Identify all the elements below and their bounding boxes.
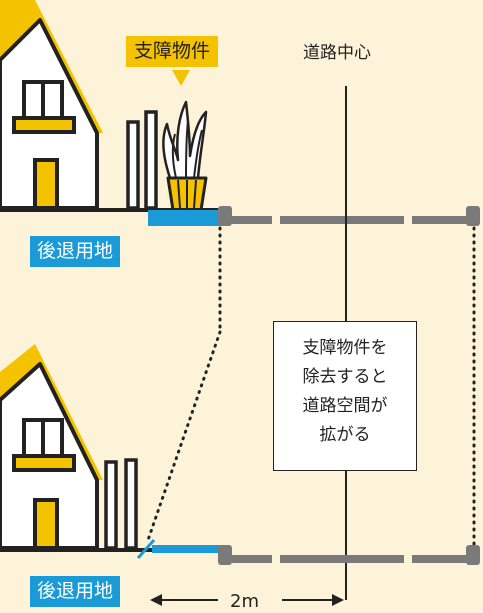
fence-post-icon xyxy=(144,110,158,210)
fence-post-icon xyxy=(126,120,140,210)
potted-plant-icon xyxy=(162,100,208,212)
callout-line: 道路空間が xyxy=(302,396,388,416)
tag-pointer xyxy=(172,70,190,86)
fence-post-icon xyxy=(104,460,118,550)
balcony-icon xyxy=(12,116,76,134)
arrow-left-icon xyxy=(150,594,162,606)
distance-label: 2m xyxy=(230,591,259,612)
boundary-line-dotted xyxy=(146,330,222,542)
door-icon xyxy=(33,498,59,550)
door-icon xyxy=(33,158,59,210)
callout-line: 除去すると xyxy=(302,367,388,387)
top-house xyxy=(0,0,158,210)
arrow-right-icon xyxy=(332,594,344,606)
obstacle-label: 支障物件 xyxy=(126,36,219,67)
setback-label-bottom: 後退用地 xyxy=(30,576,121,607)
setback-area xyxy=(148,210,220,226)
callout-line: 拡がる xyxy=(319,425,371,445)
bottom-house xyxy=(0,344,138,550)
fence-post-icon xyxy=(124,458,138,550)
balcony-icon xyxy=(12,454,76,472)
bottom-road xyxy=(218,545,480,565)
road-center-label: 道路中心 xyxy=(303,43,371,63)
top-road xyxy=(218,206,480,226)
setback-label-top: 後退用地 xyxy=(30,236,121,267)
callout-line: 支障物件を xyxy=(302,338,388,358)
setback-edge xyxy=(136,539,156,559)
distance-arrow xyxy=(150,594,344,606)
roof-icon xyxy=(0,344,103,480)
setback-area xyxy=(152,545,220,553)
explanation-callout: 支障物件を 除去すると 道路空間が 拡がる xyxy=(273,321,417,471)
